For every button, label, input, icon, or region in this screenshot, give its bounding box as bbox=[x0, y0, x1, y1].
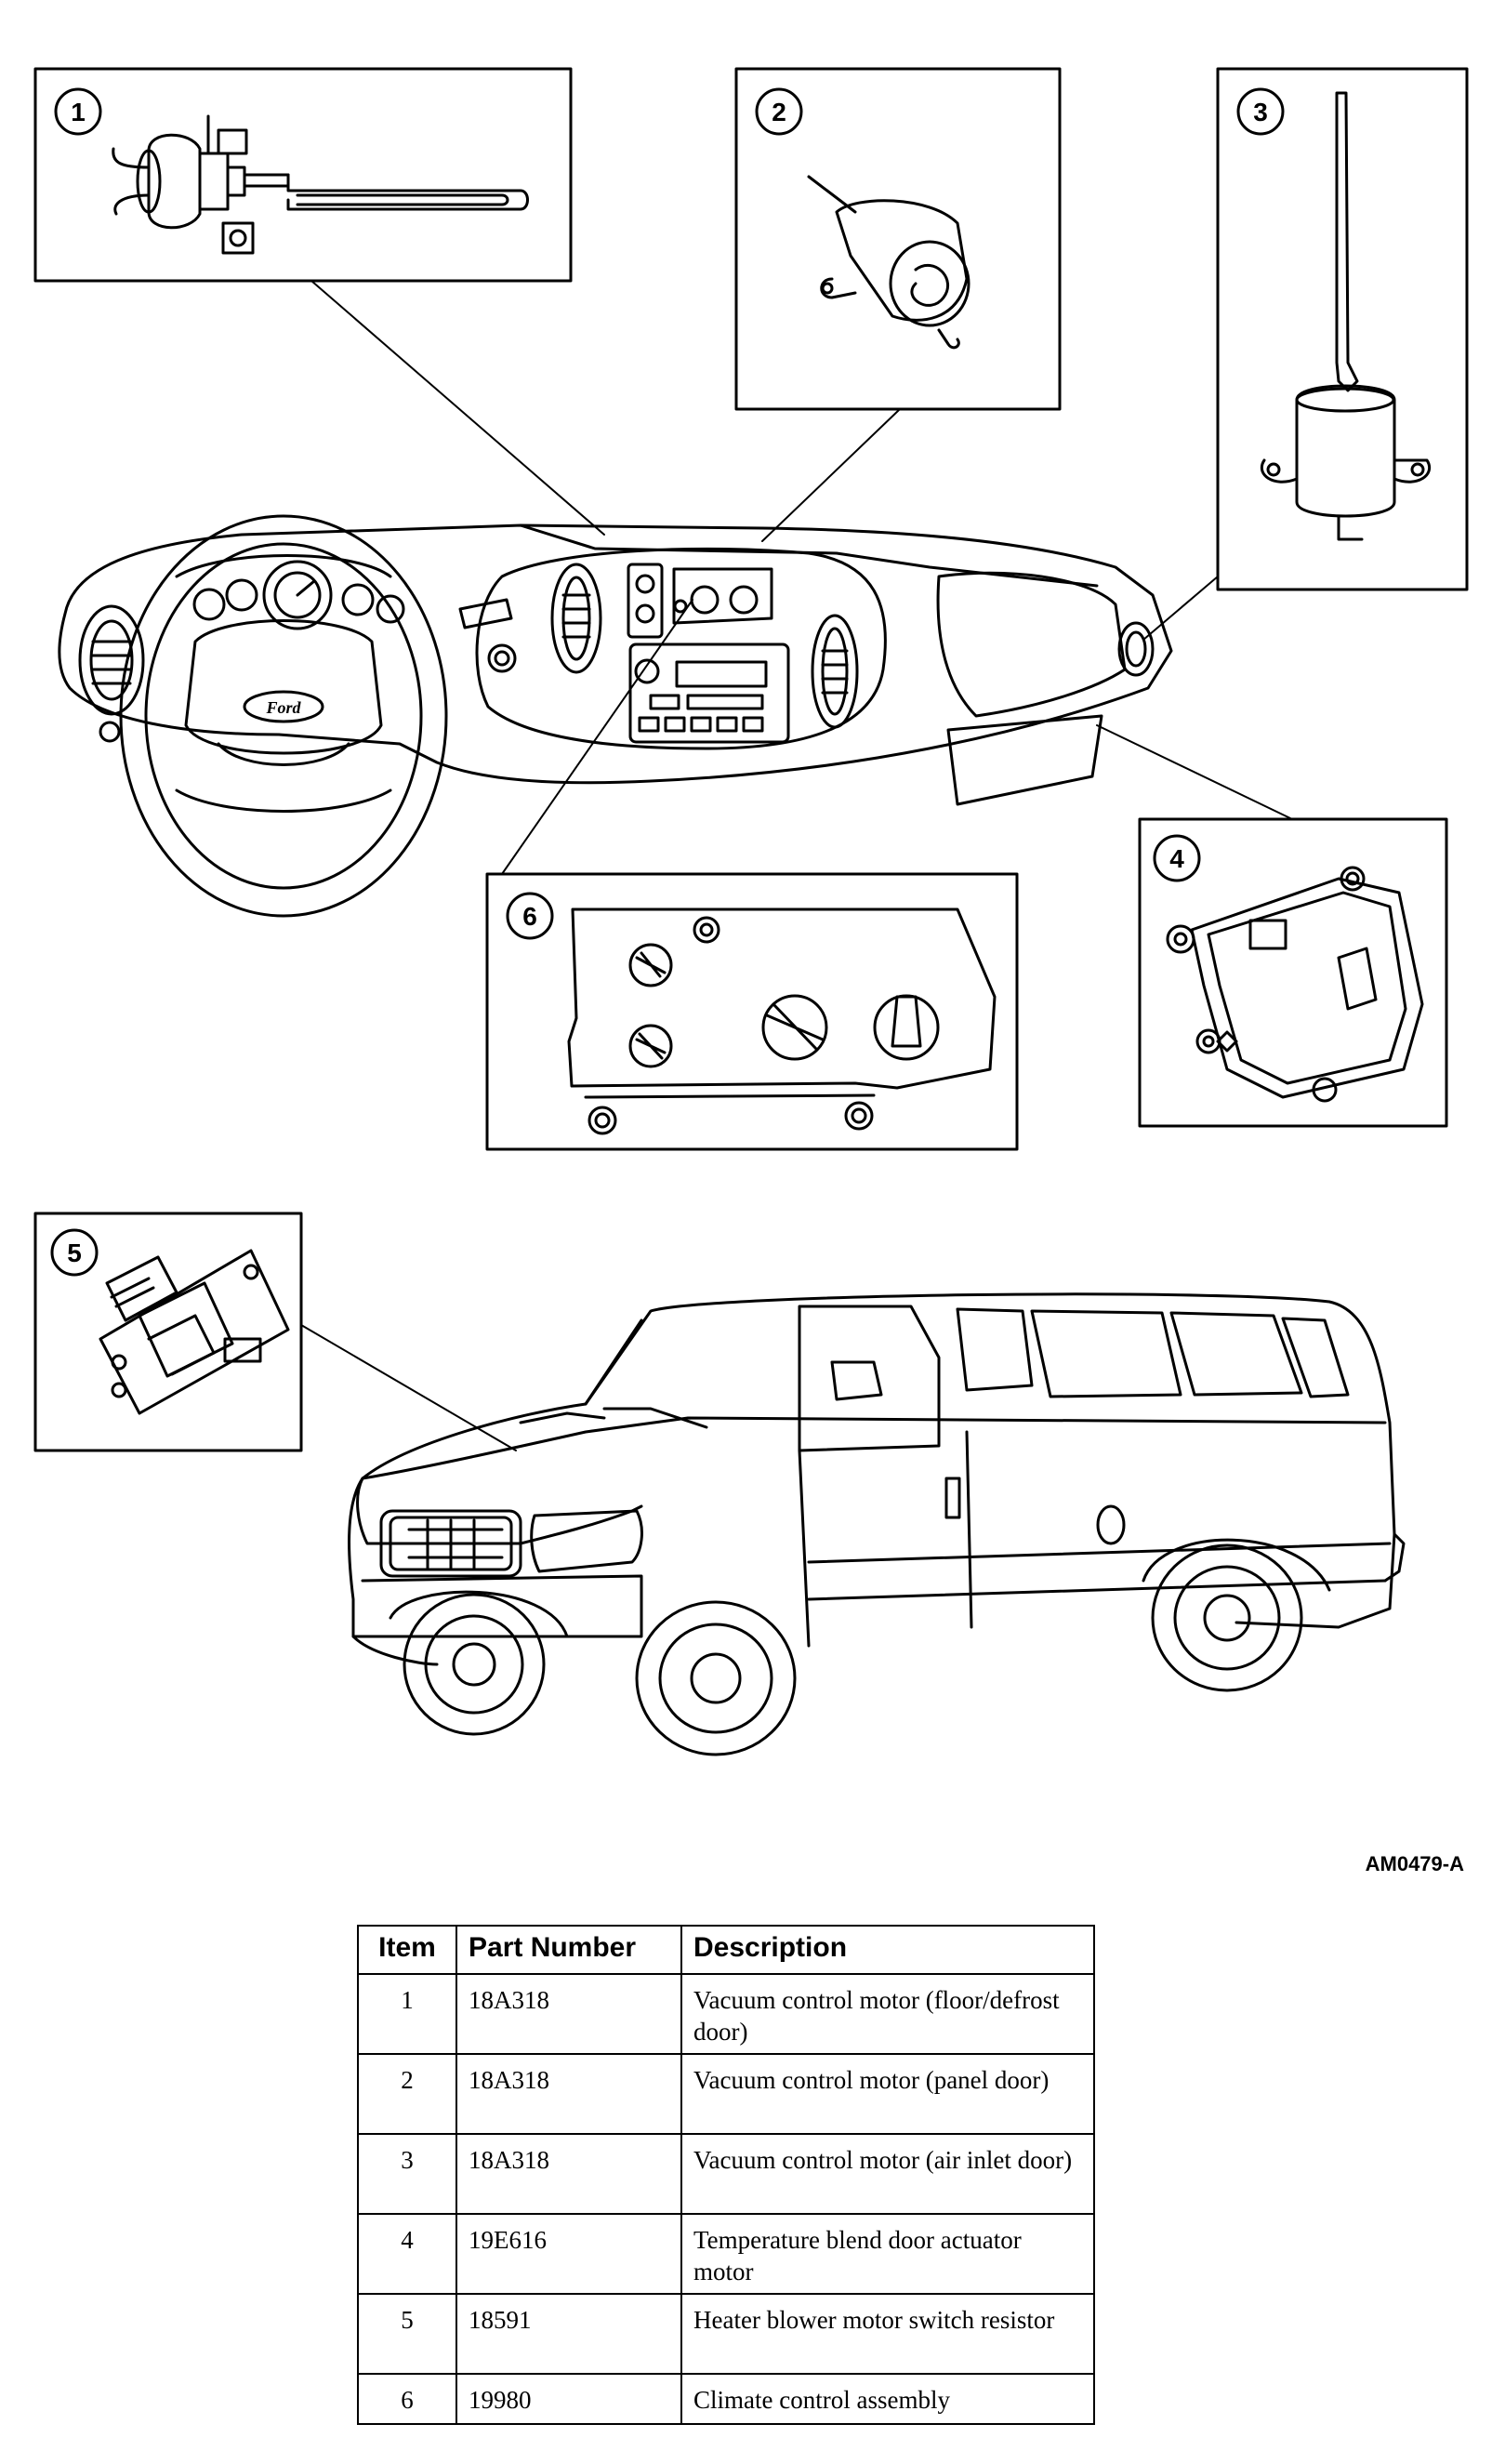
table-row: 2 18A318 Vacuum control motor (panel doo… bbox=[357, 2053, 1095, 2135]
instrument-panel-drawing: Ford bbox=[58, 514, 1173, 918]
blower-resistor-drawing bbox=[99, 1249, 290, 1415]
vacuum-motor-3-drawing bbox=[1261, 91, 1431, 541]
cell-part-number: 18A318 bbox=[456, 2133, 682, 2215]
table-row: 1 18A318 Vacuum control motor (floor/def… bbox=[357, 1973, 1095, 2055]
cell-item: 6 bbox=[357, 2373, 457, 2425]
cell-part-number: 19E616 bbox=[456, 2213, 682, 2295]
callout-6: 6 bbox=[522, 902, 537, 931]
inset-6: 6 bbox=[485, 872, 1019, 1151]
header-part-number: Part Number bbox=[456, 1925, 682, 1975]
cell-description: Climate control assembly bbox=[680, 2373, 1095, 2425]
header-description: Description bbox=[680, 1925, 1095, 1975]
component-location-diagram: 1 2 bbox=[33, 67, 1469, 1756]
climate-control-assembly-drawing bbox=[567, 907, 997, 1135]
vacuum-motor-2-drawing bbox=[807, 175, 970, 350]
inset-1: 1 bbox=[33, 67, 573, 283]
callout-5: 5 bbox=[67, 1239, 82, 1267]
van-drawing bbox=[348, 1292, 1406, 1756]
table-row: 5 18591 Heater blower motor switch resis… bbox=[357, 2293, 1095, 2375]
table-row: 6 19980 Climate control assembly bbox=[357, 2373, 1095, 2425]
svg-text:Ford: Ford bbox=[265, 698, 301, 717]
callout-4: 4 bbox=[1169, 844, 1184, 873]
inset-3: 3 bbox=[1216, 67, 1469, 591]
cell-item: 5 bbox=[357, 2293, 457, 2375]
table-header-row: Item Part Number Description bbox=[357, 1925, 1095, 1975]
table-row: 4 19E616 Temperature blend door actuator… bbox=[357, 2213, 1095, 2295]
parts-table: Item Part Number Description 1 18A318 Va… bbox=[357, 1925, 1095, 2425]
cell-item: 1 bbox=[357, 1973, 457, 2055]
inset-4: 4 bbox=[1138, 817, 1448, 1128]
cell-description: Vacuum control motor (floor/defrost door… bbox=[680, 1973, 1095, 2055]
cell-description: Temperature blend door actuator motor bbox=[680, 2213, 1095, 2295]
cell-item: 4 bbox=[357, 2213, 457, 2295]
cell-part-number: 18A318 bbox=[456, 2053, 682, 2135]
cell-description: Vacuum control motor (air inlet door) bbox=[680, 2133, 1095, 2215]
table-row: 3 18A318 Vacuum control motor (air inlet… bbox=[357, 2133, 1095, 2215]
cell-part-number: 18A318 bbox=[456, 1973, 682, 2055]
callout-3: 3 bbox=[1253, 98, 1268, 126]
leader-lines bbox=[300, 280, 1291, 1451]
inset-2: 2 bbox=[734, 67, 1062, 411]
cell-part-number: 19980 bbox=[456, 2373, 682, 2425]
blend-door-actuator-drawing bbox=[1166, 866, 1424, 1103]
callout-1: 1 bbox=[71, 98, 86, 126]
inset-5: 5 bbox=[33, 1212, 303, 1452]
header-item: Item bbox=[357, 1925, 457, 1975]
cell-description: Vacuum control motor (panel door) bbox=[680, 2053, 1095, 2135]
callout-2: 2 bbox=[772, 98, 786, 126]
cell-item: 3 bbox=[357, 2133, 457, 2215]
cell-item: 2 bbox=[357, 2053, 457, 2135]
cell-description: Heater blower motor switch resistor bbox=[680, 2293, 1095, 2375]
cell-part-number: 18591 bbox=[456, 2293, 682, 2375]
vacuum-motor-1-drawing bbox=[112, 114, 529, 255]
figure-id: AM0479-A bbox=[1365, 1852, 1464, 1875]
